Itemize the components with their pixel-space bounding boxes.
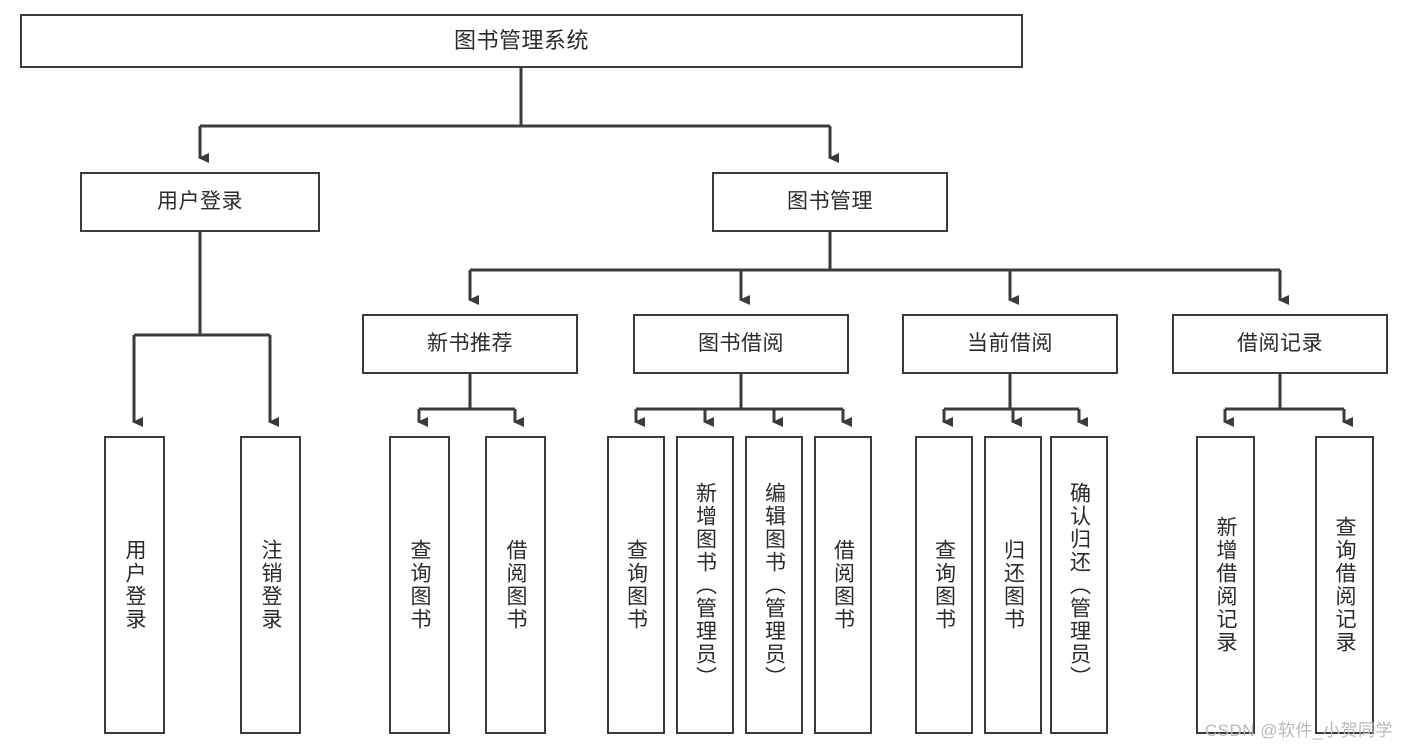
node-leaf-borrow-book-rec[interactable]: 借阅图书 xyxy=(485,436,546,734)
node-current-borrow-label: 当前借阅 xyxy=(967,331,1053,355)
node-leaf-borrow-book-label: 借阅图书 xyxy=(831,539,855,631)
node-leaf-query-book-rec[interactable]: 查询图书 xyxy=(389,436,450,734)
node-leaf-add-book[interactable]: 新增图书（管理员） xyxy=(676,436,734,734)
node-leaf-add-book-label: 新增图书（管理员） xyxy=(693,481,717,689)
node-leaf-edit-book[interactable]: 编辑图书（管理员） xyxy=(745,436,803,734)
node-leaf-confirm-return[interactable]: 确认归还（管理员） xyxy=(1050,436,1108,734)
node-leaf-add-record[interactable]: 新增借阅记录 xyxy=(1196,436,1255,734)
node-leaf-return-book[interactable]: 归还图书 xyxy=(984,436,1042,734)
node-book-management[interactable]: 图书管理 xyxy=(712,172,948,232)
node-leaf-edit-book-label: 编辑图书（管理员） xyxy=(762,481,786,689)
node-borrow-record[interactable]: 借阅记录 xyxy=(1172,314,1388,374)
node-root[interactable]: 图书管理系统 xyxy=(20,14,1023,68)
node-leaf-user-logout[interactable]: 注销登录 xyxy=(240,436,301,734)
node-leaf-user-login[interactable]: 用户登录 xyxy=(104,436,165,734)
node-leaf-query-book-label: 查询图书 xyxy=(624,539,648,631)
node-leaf-user-logout-label: 注销登录 xyxy=(259,539,282,631)
node-leaf-borrow-book-rec-label: 借阅图书 xyxy=(504,539,527,631)
node-borrow-record-label: 借阅记录 xyxy=(1237,331,1323,355)
node-leaf-borrow-book[interactable]: 借阅图书 xyxy=(814,436,872,734)
node-leaf-query-book-rec-label: 查询图书 xyxy=(408,539,431,631)
node-new-book-recommend[interactable]: 新书推荐 xyxy=(362,314,578,374)
node-leaf-query-book-cur[interactable]: 查询图书 xyxy=(915,436,973,734)
node-leaf-query-book-cur-label: 查询图书 xyxy=(932,539,956,631)
node-new-book-recommend-label: 新书推荐 xyxy=(427,331,513,355)
node-leaf-return-book-label: 归还图书 xyxy=(1001,539,1025,631)
node-leaf-query-book[interactable]: 查询图书 xyxy=(607,436,665,734)
node-book-borrow-label: 图书借阅 xyxy=(698,331,784,355)
node-book-borrow[interactable]: 图书借阅 xyxy=(633,314,849,374)
node-leaf-confirm-return-label: 确认归还（管理员） xyxy=(1067,481,1091,689)
watermark-text: CSDN @软件_小贺同学 xyxy=(1204,721,1393,740)
node-leaf-query-record-label: 查询借阅记录 xyxy=(1333,516,1356,654)
node-leaf-user-login-label: 用户登录 xyxy=(123,539,146,631)
node-user-login-label: 用户登录 xyxy=(157,189,243,213)
node-book-management-label: 图书管理 xyxy=(787,189,873,213)
node-leaf-query-record[interactable]: 查询借阅记录 xyxy=(1315,436,1374,734)
node-current-borrow[interactable]: 当前借阅 xyxy=(902,314,1118,374)
node-user-login[interactable]: 用户登录 xyxy=(80,172,320,232)
node-root-label: 图书管理系统 xyxy=(453,28,589,54)
node-leaf-add-record-label: 新增借阅记录 xyxy=(1214,516,1237,654)
